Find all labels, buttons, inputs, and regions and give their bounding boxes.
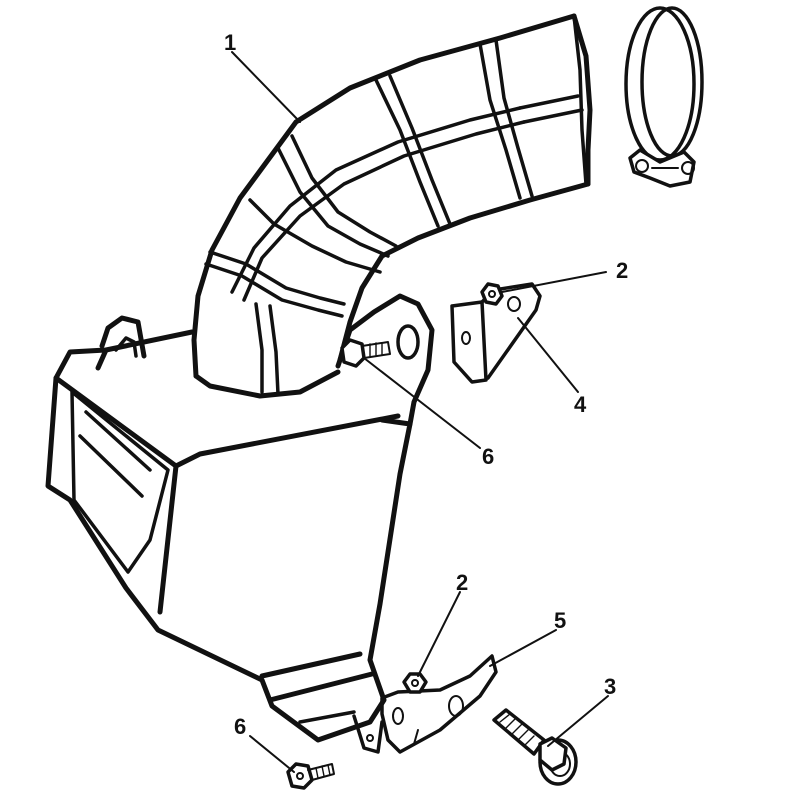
- upper-flange-bolt: [340, 338, 391, 368]
- air-box-housing: [45, 293, 435, 754]
- upper-nut: [480, 282, 504, 306]
- large-bolt: [492, 708, 578, 786]
- callout-1-hose: 1: [224, 30, 236, 55]
- lower-nut: [402, 672, 428, 694]
- callout-3-large-bolt: 3: [604, 674, 616, 699]
- leader-lines: [231, 51, 609, 773]
- callout-6-lower-bolt: 6: [234, 714, 246, 739]
- lower-flange-bolt: [286, 762, 335, 790]
- callout-5-lower-bracket: 5: [554, 608, 566, 633]
- callout-2-lower-nut: 2: [456, 570, 468, 595]
- callout-2-upper-nut: 2: [616, 258, 628, 283]
- callout-6-upper-bolt: 6: [482, 444, 494, 469]
- lower-bracket: [380, 654, 498, 754]
- callout-4-upper-bracket: 4: [574, 392, 587, 417]
- hose-clamp: [624, 6, 704, 188]
- intake-hose: [191, 13, 593, 399]
